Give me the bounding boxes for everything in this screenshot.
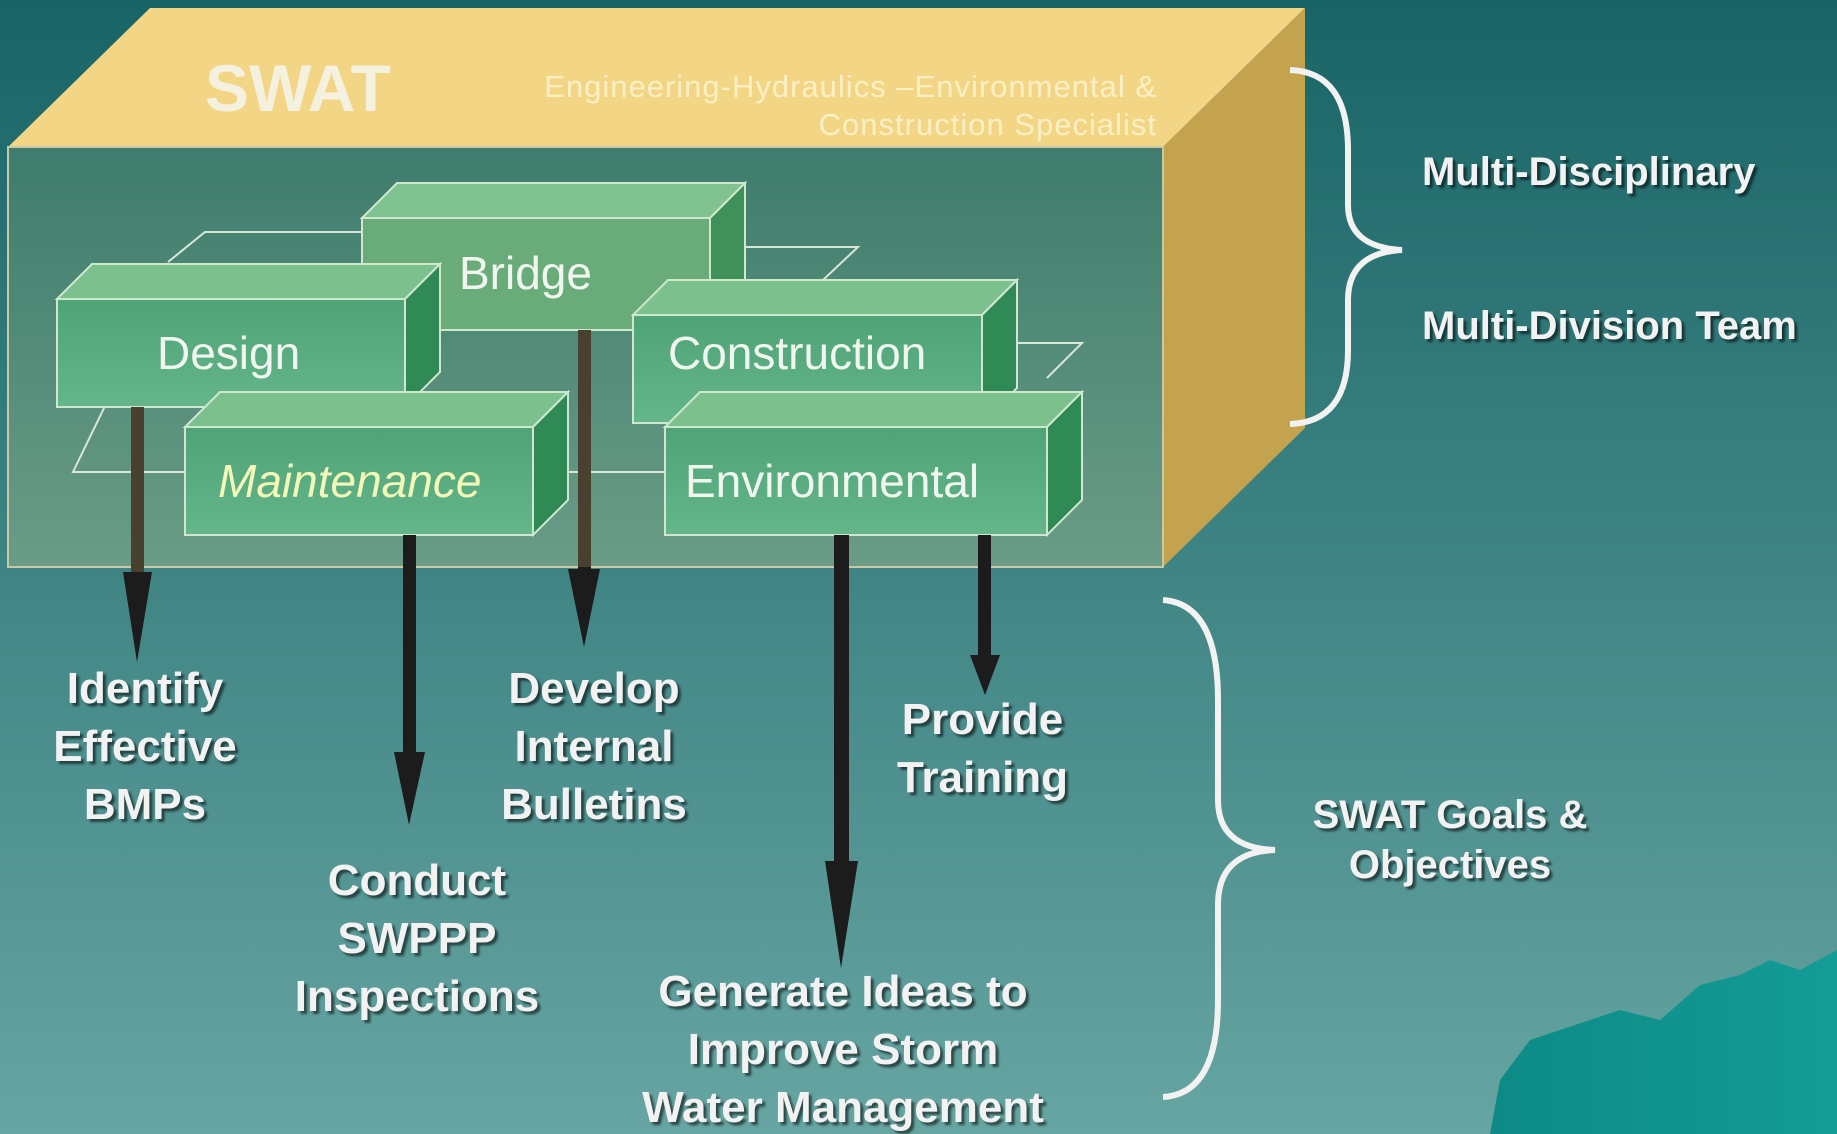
brace-top	[1289, 67, 1403, 427]
goal-conduct-swppp: Conduct SWPPP Inspections	[294, 856, 540, 1021]
multi-division-label: Multi-Division Team	[1422, 304, 1797, 348]
goal-generate-ideas: Generate Ideas to Improve Storm Water Ma…	[642, 967, 1044, 1132]
rock-decoration	[1490, 950, 1837, 1134]
bridge-label: Bridge	[459, 247, 592, 299]
construction-label: Construction	[668, 327, 927, 379]
cube-top	[8, 8, 1305, 147]
arrow-environmental-right	[970, 535, 1000, 695]
environmental-box	[662, 389, 1085, 538]
environmental-label: Environmental	[685, 455, 980, 507]
arrow-maintenance	[394, 535, 425, 825]
arrow-design	[123, 407, 152, 662]
multi-disciplinary-label: Multi-Disciplinary	[1422, 150, 1756, 194]
design-label: Design	[157, 327, 301, 379]
maintenance-label: Maintenance	[218, 455, 482, 507]
swat-title: SWAT	[205, 51, 391, 125]
cube-side	[1163, 8, 1305, 567]
arrow-bridge	[568, 330, 600, 647]
goal-provide-training: Provide Training	[896, 695, 1069, 802]
swat-subtitle: Engineering-Hydraulics –Environmental & …	[544, 69, 1157, 142]
brace-bottom	[1162, 597, 1276, 1100]
swat-goals-label: SWAT Goals & Objectives	[1312, 793, 1588, 887]
design-box	[54, 261, 443, 410]
arrows	[123, 330, 1000, 968]
arrow-environmental-left	[825, 535, 858, 968]
maintenance-box	[182, 389, 571, 538]
goal-identify-bmps: Identify Effective BMPs	[53, 664, 237, 829]
goal-develop-bulletins: Develop Internal Bulletins	[501, 664, 687, 829]
connector-lines	[71, 231, 1085, 473]
